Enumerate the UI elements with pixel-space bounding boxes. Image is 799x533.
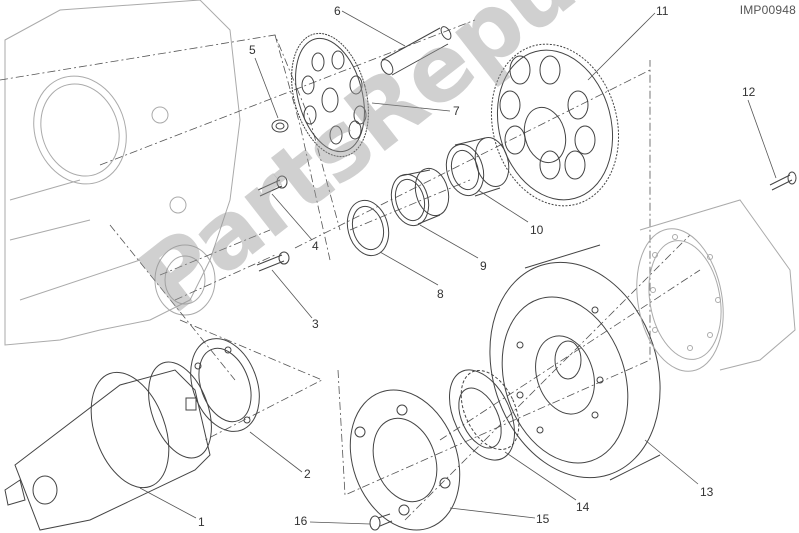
bushing-sleeve-part	[445, 136, 510, 197]
callout-15: 15	[536, 512, 550, 526]
callout-4: 4	[312, 239, 319, 253]
bushing-part	[390, 167, 450, 227]
callout-10: 10	[530, 223, 544, 237]
idler-gear-part	[291, 32, 369, 158]
callout-8: 8	[437, 287, 444, 301]
screw-part-4	[257, 175, 288, 197]
shim-part	[346, 199, 390, 257]
starter-gear-part	[490, 43, 620, 207]
callout-11: 11	[656, 4, 669, 18]
idler-shaft-part	[380, 26, 452, 76]
callout-16: 16	[294, 514, 308, 528]
callout-2: 2	[304, 467, 311, 481]
screw-part-16	[369, 513, 393, 531]
callout-14: 14	[576, 500, 590, 514]
starter-gasket-part	[190, 338, 260, 432]
freewheel-clutch-part	[449, 369, 520, 461]
callout-9: 9	[480, 259, 487, 273]
screw-part-3	[256, 251, 290, 272]
flywheel-cover-illustration	[636, 199, 796, 372]
callout-12: 12	[742, 85, 756, 99]
screw-part-12	[769, 171, 797, 191]
retaining-plate-part	[349, 389, 461, 531]
callout-13: 13	[700, 485, 714, 499]
leader-lines	[139, 10, 777, 525]
callout-1: 1	[198, 515, 205, 529]
flywheel-part	[489, 244, 661, 481]
callout-5: 5	[249, 43, 256, 57]
reference-code: IMP00948	[739, 3, 796, 17]
callout-6: 6	[334, 4, 341, 18]
circlip-part	[271, 119, 289, 133]
callout-3: 3	[312, 317, 319, 331]
callout-7: 7	[453, 104, 460, 118]
crankcase-illustration	[4, 0, 241, 346]
starter-motor-part	[4, 361, 212, 531]
